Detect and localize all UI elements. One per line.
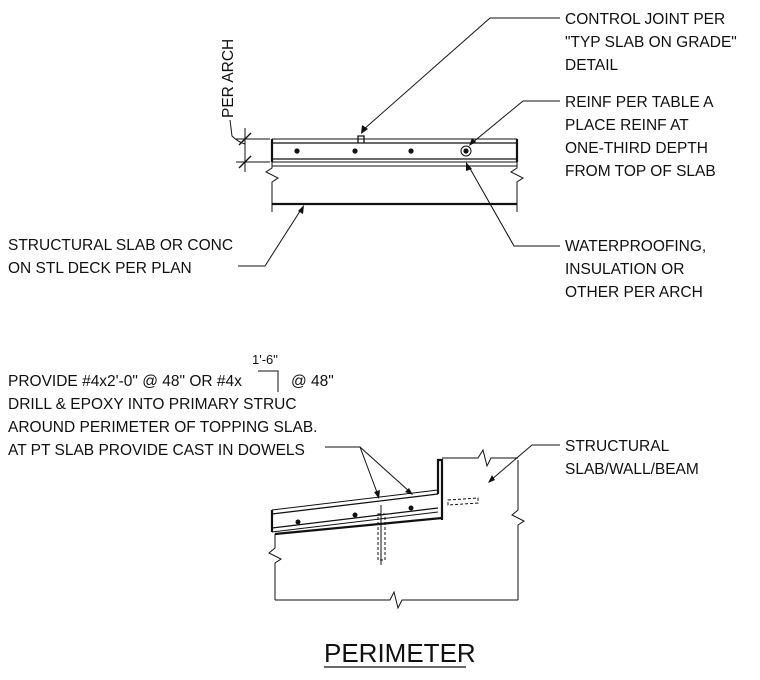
upper-topping-slab: [270, 135, 519, 163]
svg-text:OTHER PER ARCH: OTHER PER ARCH: [565, 284, 703, 301]
detail-title: PERIMETER: [324, 638, 476, 668]
lower-topping-slab: [270, 458, 444, 536]
svg-text:"TYP SLAB ON GRADE": "TYP SLAB ON GRADE": [565, 34, 737, 51]
svg-text:INSULATION OR: INSULATION OR: [565, 261, 684, 278]
svg-text:ONE-THIRD DEPTH: ONE-THIRD DEPTH: [565, 140, 708, 157]
structural-slab-note: STRUCTURAL SLAB OR CONC ON STL DECK PER …: [8, 237, 233, 277]
upper-leaders: [238, 17, 560, 267]
svg-text:DRILL & EPOXY INTO PRIMARY STR: DRILL & EPOXY INTO PRIMARY STRUC: [8, 396, 297, 413]
svg-text:DETAIL: DETAIL: [565, 57, 618, 74]
upper-rebar: [294, 145, 472, 157]
upper-structural-slab: [265, 162, 524, 212]
svg-text:REINF PER TABLE A: REINF PER TABLE A: [565, 94, 714, 111]
lower-dowels: [377, 497, 479, 565]
svg-text:PROVIDE #4x2'-0" @ 48" OR #4x: PROVIDE #4x2'-0" @ 48" OR #4x: [8, 373, 242, 390]
per-arch-dimension: [229, 119, 270, 172]
svg-text:PLACE REINF AT: PLACE REINF AT: [565, 117, 689, 134]
svg-text:1'-6": 1'-6": [252, 352, 278, 367]
svg-text:SLAB/WALL/BEAM: SLAB/WALL/BEAM: [565, 461, 699, 478]
lower-structure-outline: [268, 448, 525, 610]
control-joint-note: CONTROL JOINT PER "TYP SLAB ON GRADE" DE…: [565, 11, 737, 74]
reinf-note: REINF PER TABLE A PLACE REINF AT ONE-THI…: [565, 94, 716, 180]
waterproofing-note: WATERPROOFING, INSULATION OR OTHER PER A…: [565, 238, 706, 301]
structural-note: STRUCTURAL SLAB/WALL/BEAM: [565, 438, 699, 478]
dowel-note: PROVIDE #4x2'-0" @ 48" OR #4x @ 48" DRIL…: [8, 352, 334, 459]
lower-leaders: [325, 444, 560, 499]
svg-text:AT PT SLAB PROVIDE CAST IN DOW: AT PT SLAB PROVIDE CAST IN DOWELS: [8, 442, 305, 459]
svg-text:AROUND PERIMETER OF TOPPING SL: AROUND PERIMETER OF TOPPING SLAB.: [8, 419, 318, 436]
svg-text:ON STL DECK PER PLAN: ON STL DECK PER PLAN: [8, 260, 192, 277]
svg-text:WATERPROOFING,: WATERPROOFING,: [565, 238, 706, 255]
lower-rebar: [295, 505, 414, 525]
per-arch-label: PER ARCH: [220, 39, 237, 118]
svg-text:CONTROL JOINT PER: CONTROL JOINT PER: [565, 11, 725, 28]
svg-text:STRUCTURAL SLAB OR CONC: STRUCTURAL SLAB OR CONC: [8, 237, 233, 254]
svg-text:FROM TOP OF SLAB: FROM TOP OF SLAB: [565, 163, 716, 180]
svg-text:@ 48": @ 48": [291, 373, 334, 390]
svg-text:STRUCTURAL: STRUCTURAL: [565, 438, 670, 455]
